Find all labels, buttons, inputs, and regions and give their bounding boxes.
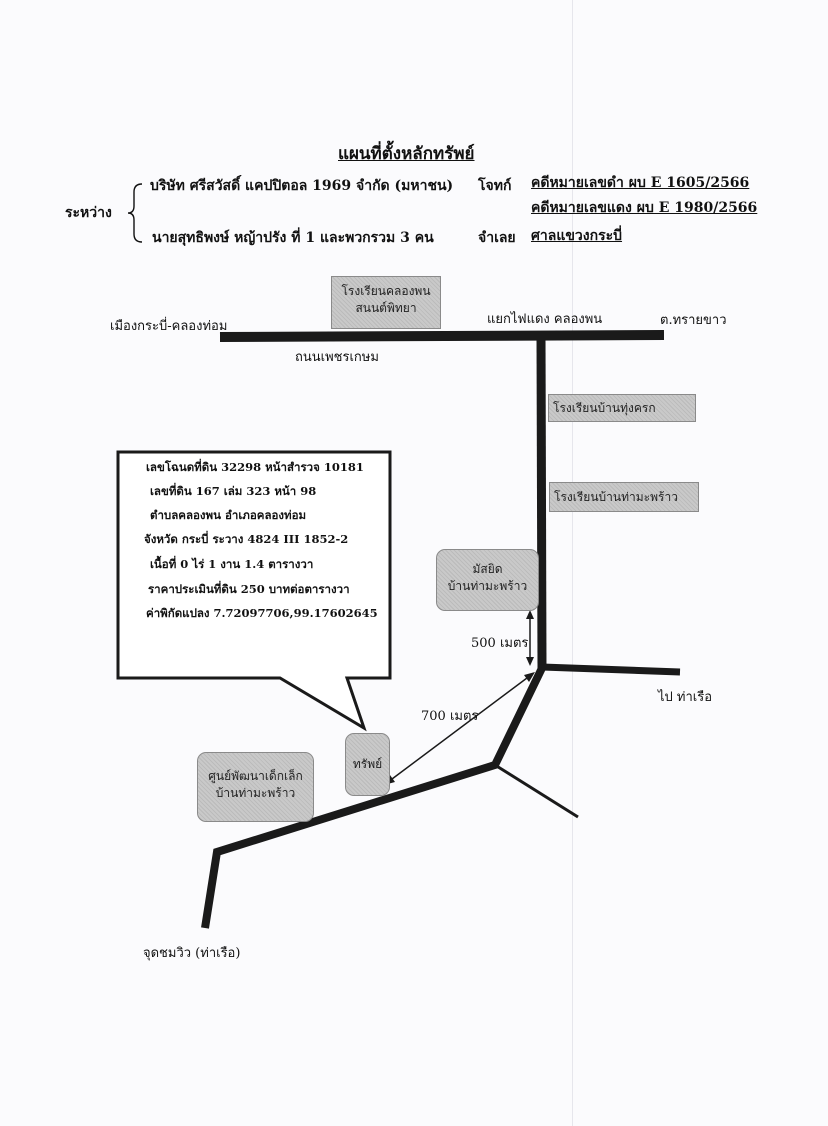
- info-line-district: ตำบลคลองพน อำเภอคลองท่อม: [150, 508, 307, 522]
- info-line-area: เนื้อที่ 0 ไร่ 1 งาน 1.4 ตารางวา: [150, 557, 314, 571]
- distance-700-arrow: [387, 674, 532, 783]
- info-line-province: จังหวัด กระบี่ ระวาง 4824 III 1852-2: [144, 532, 349, 546]
- right-destination-label: ต.ทรายขาว: [660, 313, 727, 328]
- distance-500-label: 500 เมตร: [471, 636, 529, 651]
- arrow-head-up: [526, 610, 534, 619]
- info-line-coordinates: ค่าพิกัดแปลง 7.72097706,99.17602645: [146, 606, 378, 620]
- side-road: [494, 763, 579, 819]
- landmark-label-line2: บ้านท่ามะพร้าว: [215, 786, 296, 800]
- landmark-label-line1: ศูนย์พัฒนาเด็กเล็ก: [208, 769, 303, 783]
- defendant-role: จำเลย: [478, 230, 516, 246]
- property-marker: ทรัพย์: [345, 733, 390, 796]
- junction-label: แยกไฟแดง คลองพน: [487, 312, 603, 327]
- to-port-label: ไป ท่าเรือ: [658, 690, 713, 705]
- brace-icon: [127, 183, 143, 243]
- info-line-land-number: เลขที่ดิน 167 เล่ม 323 หน้า 98: [150, 484, 317, 498]
- page-title: แผนที่ตั้งหลักทรัพย์: [338, 144, 475, 164]
- defendant-name: นายสุทธิพงษ์ หญ้าปรัง ที่ 1 และพวกรวม 3 …: [152, 230, 434, 246]
- scan-fold-line: [572, 0, 573, 1126]
- court-name: ศาลแขวงกระบี่: [531, 228, 623, 244]
- landmark-label-line2: สนนต์พิทยา: [355, 301, 417, 315]
- plaintiff-name: บริษัท ศรีสวัสดิ์ แคปปิตอล 1969 จำกัด (ม…: [150, 178, 454, 194]
- distance-700-label: 700 เมตร: [421, 709, 479, 724]
- main-road: [219, 330, 665, 342]
- landmark-label-line1: โรงเรียนคลองพน: [341, 284, 431, 298]
- black-case-number: คดีหมายเลขดำ ผบ E 1605/2566: [531, 175, 750, 191]
- red-case-number: คดีหมายเลขแดง ผบ E 1980/2566: [531, 200, 758, 216]
- port-road: [541, 663, 681, 676]
- arrow-head-right: [524, 672, 535, 682]
- viewpoint-label: จุดชมวิว (ท่าเรือ): [143, 946, 241, 961]
- landmark-label: โรงเรียนบ้านทุ่งครก: [553, 401, 656, 415]
- left-destination-label: เมืองกระบี่-คลองท่อม: [110, 319, 228, 334]
- landmark-school-thamaprao: โรงเรียนบ้านท่ามะพร้าว: [549, 482, 699, 512]
- info-line-deed: เลขโฉนดที่ดิน 32298 หน้าสำรวจ 10181: [146, 460, 364, 474]
- info-callout: [116, 450, 392, 732]
- landmark-label: โรงเรียนบ้านท่ามะพร้าว: [554, 490, 678, 504]
- landmark-label-line1: มัสยิด: [472, 562, 503, 576]
- landmark-school-thungkrok: โรงเรียนบ้านทุ่งครก: [548, 394, 696, 422]
- info-line-appraisal: ราคาประเมินที่ดิน 250 บาทต่อตารางวา: [148, 582, 350, 596]
- arrow-head-down: [526, 657, 534, 666]
- landmark-mosque: มัสยิด บ้านท่ามะพร้าว: [436, 549, 539, 611]
- branch-road: [536, 336, 547, 669]
- lower-road: [201, 666, 546, 929]
- landmark-childcare-center: ศูนย์พัฒนาเด็กเล็ก บ้านท่ามะพร้าว: [197, 752, 314, 822]
- road-name-label: ถนนเพชรเกษม: [295, 350, 379, 365]
- property-label: ทรัพย์: [352, 757, 383, 771]
- landmark-label-line2: บ้านท่ามะพร้าว: [447, 579, 528, 593]
- between-label: ระหว่าง: [65, 205, 112, 221]
- plaintiff-role: โจทก์: [478, 178, 512, 194]
- landmark-school-klongphon: โรงเรียนคลองพน สนนต์พิทยา: [331, 276, 441, 329]
